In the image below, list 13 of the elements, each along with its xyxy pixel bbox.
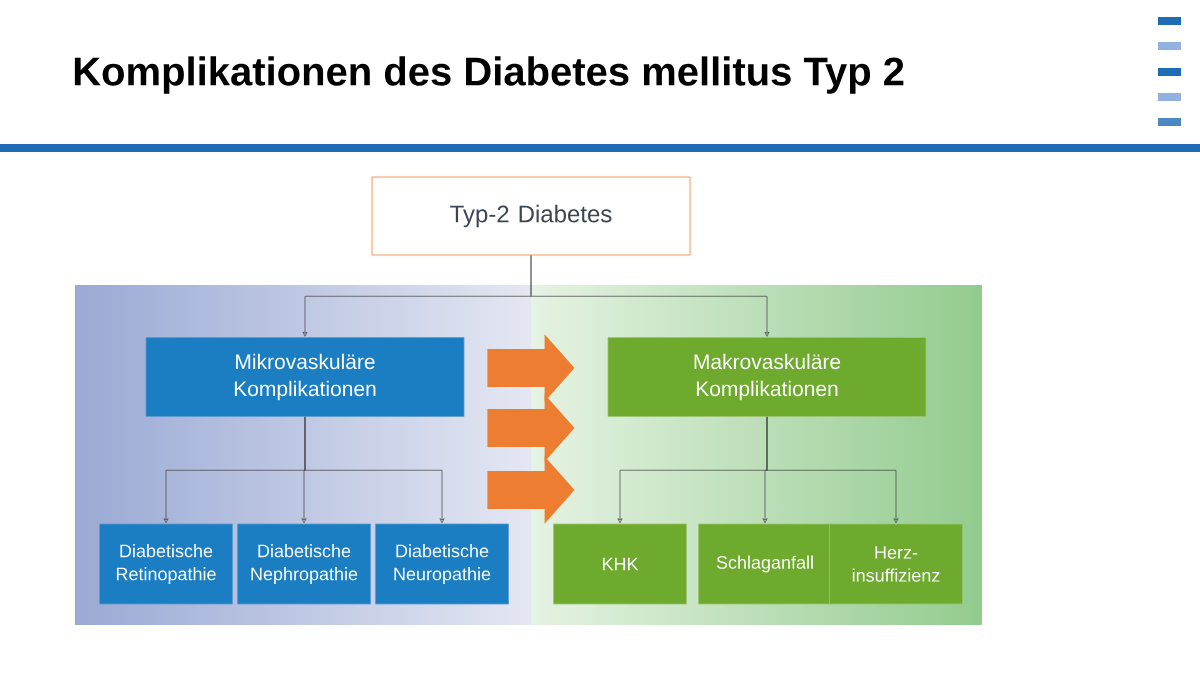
complication-box: Herz- insuffizienz <box>829 523 963 605</box>
heading: Komplikationen des Diabetes mellitus Typ 2 <box>74 56 904 94</box>
complication-box: Makrovaskuläre Komplikationen <box>607 337 927 417</box>
complication-box: Diabetische Nephropathie <box>237 523 371 605</box>
complication-box: Diabetische Neuropathie <box>375 523 509 605</box>
complication-box: Schlaganfall <box>698 523 832 605</box>
connector-arrow <box>766 416 899 524</box>
connector-arrow <box>304 416 445 524</box>
connector-arrow <box>530 255 770 337</box>
complication-box: Diabetische Retinopathie <box>99 523 233 605</box>
root-box: Typ-2 Diabetes <box>371 176 691 256</box>
complication-box: KHK <box>553 523 687 605</box>
complication-box: Mikrovaskuläre Komplikationen <box>145 337 465 417</box>
